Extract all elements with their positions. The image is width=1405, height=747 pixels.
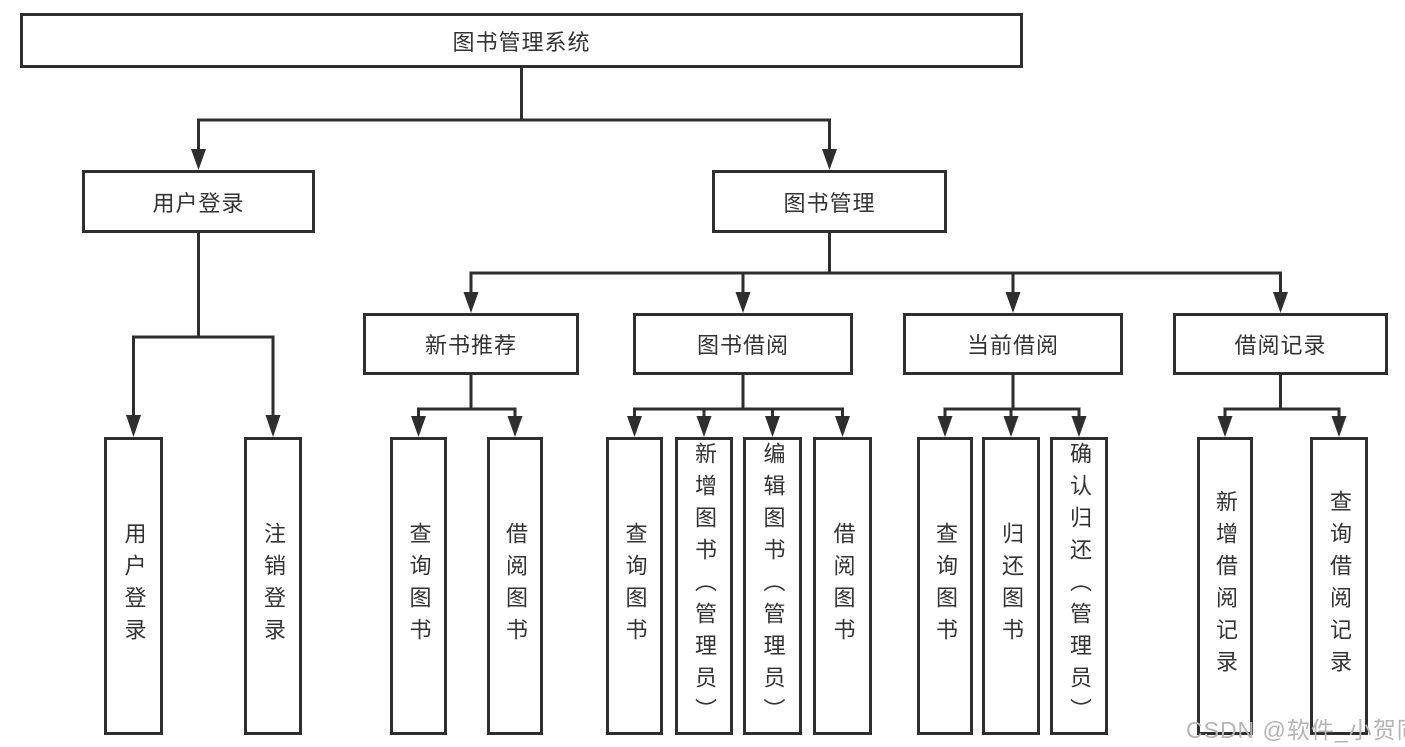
leaf-return-book-label: 归还图书 — [999, 522, 1024, 650]
leaf-borrow-book-label: 借阅图书 — [830, 522, 856, 650]
node-new-book-recommend: 新书推荐 — [363, 313, 579, 375]
leaf-return-book: 归还图书 — [982, 437, 1040, 735]
leaf-borrow-query-book-label: 查询图书 — [622, 522, 648, 650]
node-new-book-recommend-label: 新书推荐 — [424, 333, 517, 358]
node-book-borrow-label: 图书借阅 — [696, 333, 789, 358]
leaf-current-query-book-label: 查询图书 — [933, 522, 958, 650]
node-user-login-branch: 用户登录 — [82, 170, 315, 233]
leaf-add-book-admin-label: 新增图书（管理员） — [692, 442, 717, 730]
node-root-system-label: 图书管理系统 — [452, 29, 591, 55]
leaf-confirm-return-admin-label: 确认归还（管理员） — [1067, 442, 1092, 730]
leaf-add-borrow-record-label: 新增借阅记录 — [1213, 490, 1238, 682]
leaf-borrow-book: 借阅图书 — [813, 437, 872, 735]
leaf-add-book-admin: 新增图书（管理员） — [675, 437, 733, 735]
leaf-recommend-borrow-book-label: 借阅图书 — [503, 522, 528, 650]
leaf-user-login: 用户登录 — [104, 437, 163, 735]
node-user-login-branch-label: 用户登录 — [152, 190, 245, 216]
leaf-confirm-return-admin: 确认归还（管理员） — [1050, 437, 1108, 735]
leaf-logout: 注销登录 — [244, 437, 302, 735]
node-borrow-record: 借阅记录 — [1173, 313, 1388, 375]
leaf-user-login-label: 用户登录 — [121, 522, 147, 650]
leaf-recommend-query-book: 查询图书 — [390, 437, 447, 735]
leaf-query-borrow-record: 查询借阅记录 — [1310, 437, 1368, 735]
node-borrow-record-label: 借阅记录 — [1234, 333, 1327, 358]
leaf-edit-book-admin-label: 编辑图书（管理员） — [760, 442, 786, 730]
leaf-add-borrow-record: 新增借阅记录 — [1197, 437, 1253, 735]
node-current-borrow: 当前借阅 — [903, 313, 1123, 375]
leaf-recommend-borrow-book: 借阅图书 — [487, 437, 543, 735]
leaf-query-borrow-record-label: 查询借阅记录 — [1327, 490, 1352, 682]
leaf-logout-label: 注销登录 — [261, 522, 286, 650]
leaf-edit-book-admin: 编辑图书（管理员） — [743, 437, 802, 735]
node-book-management-branch: 图书管理 — [712, 170, 947, 233]
node-root-system: 图书管理系统 — [20, 13, 1023, 68]
node-book-borrow: 图书借阅 — [633, 313, 853, 375]
node-current-borrow-label: 当前借阅 — [966, 333, 1059, 358]
leaf-borrow-query-book: 查询图书 — [606, 437, 663, 735]
node-book-management-branch-label: 图书管理 — [783, 190, 876, 216]
leaf-current-query-book: 查询图书 — [917, 437, 973, 735]
csdn-watermark: CSDN @软件_小贺同学 — [1186, 717, 1405, 743]
leaf-recommend-query-book-label: 查询图书 — [406, 522, 432, 650]
